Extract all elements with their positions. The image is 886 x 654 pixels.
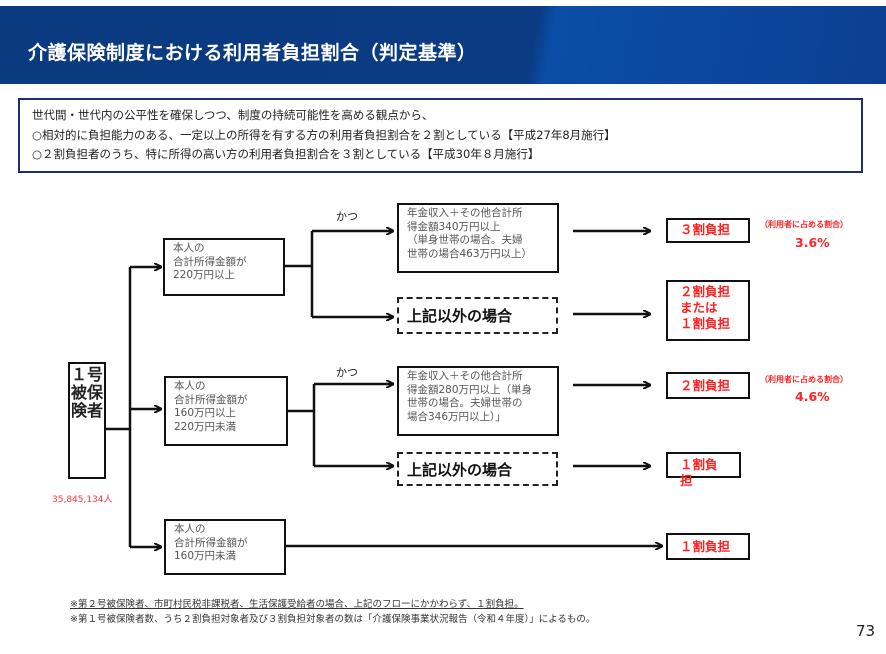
footnote: ※第１号被保険者数、うち２割負担対象者及び３割負担対象者の数は「介護保険事業状況…: [70, 614, 596, 625]
result-3-割: ３割負担: [666, 218, 750, 243]
result-else-1: ２割負担 または １割負担: [666, 280, 750, 341]
condition-line: 本人の: [174, 523, 206, 535]
share-value: 3.6%: [795, 235, 830, 250]
result-line: １割負担: [680, 316, 731, 331]
else-box-2: 上記以外の場合: [397, 452, 558, 486]
share-value: 4.6%: [795, 389, 830, 404]
condition-line: 160万円未満: [174, 550, 237, 562]
condition-line: 合計所得金額が: [173, 255, 247, 268]
page-number: 73: [856, 622, 876, 640]
title-banner: [0, 6, 886, 84]
condition-line: 合計所得金額が: [174, 536, 248, 549]
condition-line: 220万円未満: [174, 420, 237, 433]
sub-condition-box-1: 年金収入＋その他合計所 得金額340万円以上 （単身世帯の場合。夫婦 世帯の場合…: [397, 203, 559, 273]
summary-line: ○２割負担者のうち、特に所得の高い方の利用者負担割合を３割としている【平成30年…: [32, 147, 540, 161]
sub-condition-line: 場合346万円以上）」: [407, 410, 506, 423]
share-label: （利用者に占める割合）: [760, 220, 848, 229]
condition-line: 220万円以上: [173, 269, 236, 281]
sub-condition-line: 年金収入＋その他合計所: [407, 370, 523, 382]
condition-box-3: 本人の 合計所得金額が 160万円未満: [164, 519, 286, 575]
sub-condition-line: 得金額340万円以上: [407, 220, 501, 233]
summary-line: 世代間・世代内の公平性を確保しつつ、制度の持続可能性を高める観点から、: [32, 108, 434, 122]
result-line: ２割負担: [680, 284, 731, 299]
insured-box: １号被保険者: [68, 362, 106, 479]
footnote: ※第２号被保険者、市町村民税非課税者、生活保護受給者の場合、上記のフローにかかわ…: [70, 599, 524, 610]
sub-condition-box-2: 年金収入＋その他合計所 得金額280万円以上（単身 世帯の場合。夫婦世帯の 場合…: [397, 366, 559, 436]
condition-line: 160万円以上: [174, 407, 237, 419]
and-label: かつ: [336, 210, 358, 223]
summary-line: ○相対的に負担能力のある、一定以上の所得を有する方の利用者負担割合を２割としてい…: [32, 127, 616, 142]
else-box-1: 上記以外の場合: [397, 297, 558, 334]
sub-condition-line: 得金額280万円以上（単身: [407, 383, 533, 396]
result-2-割: ２割負担: [666, 372, 750, 399]
condition-line: 本人の: [174, 380, 206, 392]
sub-condition-line: 世帯の場合。夫婦世帯の: [407, 397, 523, 409]
result-1-割: １割負担: [666, 533, 750, 560]
sub-condition-line: 世帯の場合463万円以上）: [407, 247, 533, 260]
share-label: （利用者に占める割合）: [760, 375, 848, 384]
and-label: かつ: [336, 366, 358, 379]
condition-box-1: 本人の 合計所得金額が 220万円以上: [163, 238, 285, 296]
sub-condition-line: （単身世帯の場合。夫婦: [407, 234, 523, 246]
condition-line: 合計所得金額が: [174, 393, 248, 406]
summary-box: 世代間・世代内の公平性を確保しつつ、制度の持続可能性を高める観点から、 ○相対的…: [18, 98, 863, 173]
condition-box-2: 本人の 合計所得金額が 160万円以上 220万円未満: [164, 376, 288, 446]
page-title: 介護保険制度における利用者負担割合（判定基準）: [28, 42, 477, 64]
condition-line: 本人の: [173, 242, 205, 254]
sub-condition-line: 年金収入＋その他合計所: [407, 207, 523, 219]
result-else-2: １割負担: [666, 452, 741, 488]
insured-count: 35,845,134人: [52, 495, 113, 505]
result-line: または: [680, 300, 718, 315]
